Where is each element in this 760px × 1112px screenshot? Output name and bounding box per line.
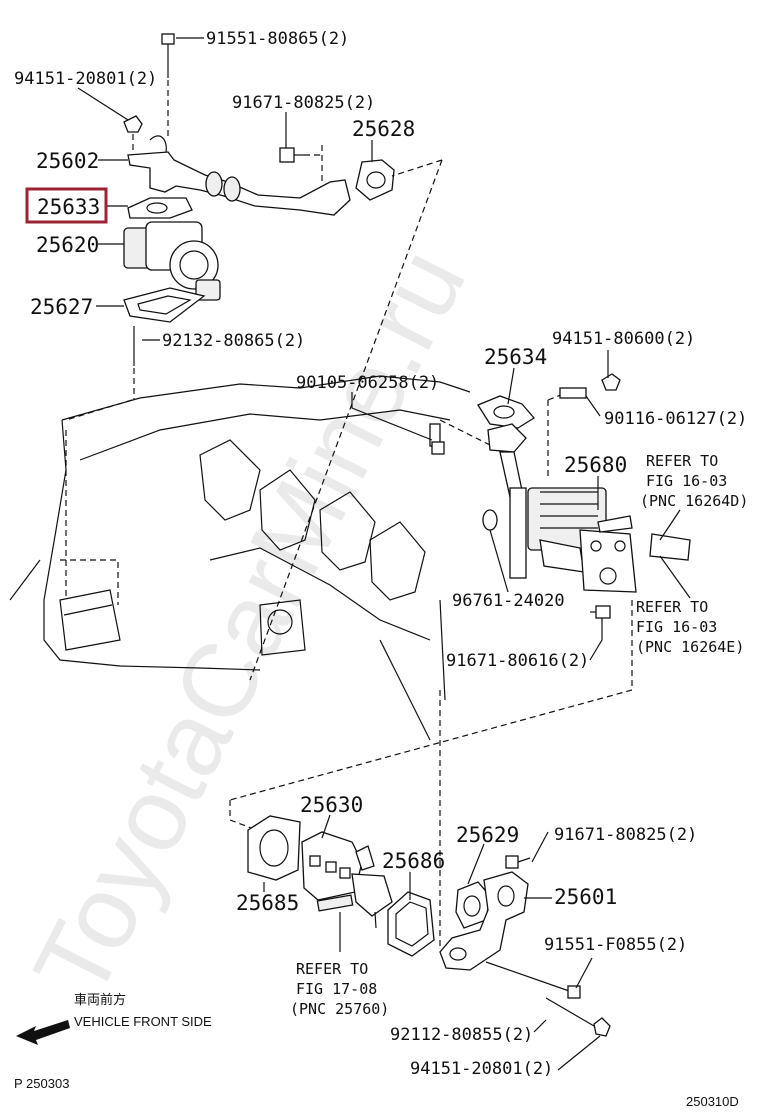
- figure-code: 250310D: [686, 1094, 739, 1109]
- callout-25627[interactable]: 25627: [30, 295, 93, 319]
- egr-valve-assembly-art: [123, 33, 395, 400]
- callout-94151-20801-lower[interactable]: 94151-20801(2): [410, 1059, 553, 1079]
- engine-block-art: [9, 159, 633, 950]
- callout-91671-80616[interactable]: 91671-80616(2): [446, 651, 589, 671]
- callout-25633[interactable]: 25633: [37, 195, 100, 219]
- leader-lines: [77, 37, 691, 1071]
- front-label-en: VEHICLE FRONT SIDE: [74, 1014, 212, 1029]
- front-label-jp: 車両前方: [74, 992, 126, 1007]
- refer-note-25760[interactable]: REFER TO FIG 17-08 (PNC 25760): [290, 960, 389, 1018]
- refer-line: (PNC 25760): [290, 1000, 389, 1018]
- lower-egr-assembly-art: [247, 815, 611, 1037]
- callout-25601[interactable]: 25601: [554, 885, 617, 909]
- refer-line: FIG 17-08: [296, 980, 377, 998]
- refer-note-16264d[interactable]: REFER TO FIG 16-03 (PNC 16264D): [640, 452, 748, 510]
- egr-cooler-art: [429, 373, 691, 619]
- callout-91671-80825[interactable]: 91671-80825(2): [232, 93, 375, 113]
- callout-94151-20801[interactable]: 94151-20801(2): [14, 69, 157, 89]
- callout-25630[interactable]: 25630: [300, 793, 363, 817]
- refer-line: REFER TO: [646, 452, 718, 470]
- callout-25634[interactable]: 25634: [484, 345, 547, 369]
- highlight-box: [25, 187, 108, 224]
- callout-94151-80600[interactable]: 94151-80600(2): [552, 329, 695, 349]
- refer-line: (PNC 16264D): [640, 492, 748, 510]
- refer-line: (PNC 16264E): [636, 638, 744, 656]
- callout-90105-06258[interactable]: 90105-06258(2): [296, 373, 439, 393]
- callout-25620[interactable]: 25620: [36, 233, 99, 257]
- callout-91551-80865[interactable]: 91551-80865(2): [206, 29, 349, 49]
- arrow-left-icon: [16, 1020, 70, 1045]
- callout-25680[interactable]: 25680: [564, 453, 627, 477]
- callout-91551-F0855[interactable]: 91551-F0855(2): [544, 935, 687, 955]
- vehicle-front-indicator: 車両前方 VEHICLE FRONT SIDE: [16, 992, 212, 1045]
- refer-line: REFER TO: [296, 960, 368, 978]
- refer-line: FIG 16-03: [636, 618, 717, 636]
- callout-96761-24020[interactable]: 96761-24020: [452, 591, 565, 611]
- refer-line: FIG 16-03: [646, 472, 727, 490]
- callout-90116-06127[interactable]: 90116-06127(2): [604, 409, 747, 429]
- callout-25685[interactable]: 25685: [236, 891, 299, 915]
- callout-25602[interactable]: 25602: [36, 149, 99, 173]
- callout-92112-80855[interactable]: 92112-80855(2): [390, 1025, 533, 1045]
- refer-line: REFER TO: [636, 598, 708, 616]
- callout-25686[interactable]: 25686: [382, 849, 445, 873]
- callout-92132-80865[interactable]: 92132-80865(2): [162, 331, 305, 351]
- callout-25629[interactable]: 25629: [456, 823, 519, 847]
- callout-91671-80825-lower[interactable]: 91671-80825(2): [554, 825, 697, 845]
- callout-25628[interactable]: 25628: [352, 117, 415, 141]
- refer-note-16264e[interactable]: REFER TO FIG 16-03 (PNC 16264E): [636, 598, 744, 656]
- page-code: P 250303: [14, 1076, 69, 1091]
